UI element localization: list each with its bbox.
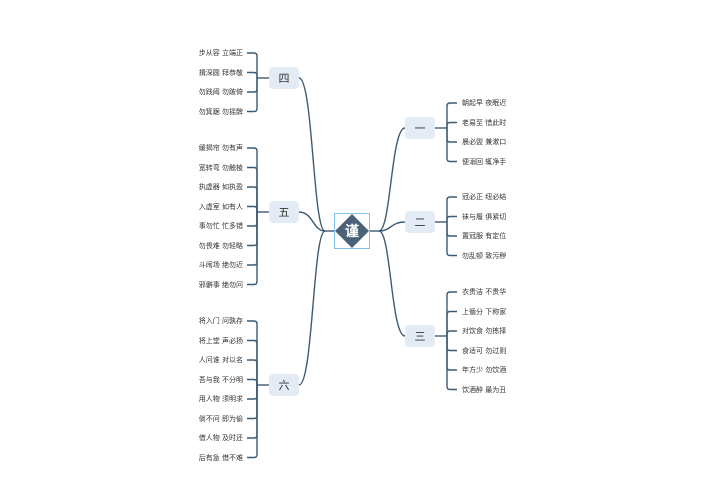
leaf-link-b4-3 bbox=[247, 78, 258, 113]
branch-node-b5[interactable]: 五 bbox=[269, 201, 299, 223]
branch-link-b3 bbox=[378, 230, 406, 337]
leaf-item-b3-1[interactable]: 上循分 下称家 bbox=[462, 307, 507, 316]
leaf-link-b1-1 bbox=[446, 121, 457, 128]
branch-label-b1: 一 bbox=[414, 122, 426, 135]
leaf-item-b6-0[interactable]: 将入门 问孰存 bbox=[198, 317, 243, 325]
leaf-item-b6-3[interactable]: 吾与我 不分明 bbox=[198, 375, 243, 384]
leaf-link-b3-3 bbox=[446, 336, 457, 352]
leaf-link-b1-3 bbox=[446, 128, 457, 163]
leaf-item-b5-1[interactable]: 宽转弯 勿触棱 bbox=[198, 163, 243, 172]
leaf-item-b5-3[interactable]: 入虚室 如有人 bbox=[198, 202, 243, 211]
leaf-link-b1-2 bbox=[446, 128, 457, 143]
leaf-item-b5-5[interactable]: 勿畏难 勿轻略 bbox=[198, 241, 243, 250]
branch-node-b1[interactable]: 一 bbox=[405, 117, 435, 139]
branch-node-b3[interactable]: 三 bbox=[405, 325, 435, 347]
leaf-link-b2-1 bbox=[446, 215, 457, 222]
leaf-link-b6-7 bbox=[247, 385, 258, 459]
branch-link-b1 bbox=[378, 127, 406, 232]
leaf-link-b5-0 bbox=[247, 147, 258, 212]
leaf-item-b3-3[interactable]: 食适可 勿过则 bbox=[462, 346, 507, 355]
root-node[interactable]: 谨 bbox=[334, 213, 370, 249]
leaf-link-b6-1 bbox=[247, 339, 258, 385]
leaf-item-b1-2[interactable]: 晨必盥 兼漱口 bbox=[462, 138, 507, 146]
leaf-link-b2-3 bbox=[446, 222, 457, 257]
leaf-link-b6-3 bbox=[247, 378, 258, 385]
leaf-item-b4-1[interactable]: 揖深圆 拜恭敬 bbox=[198, 68, 243, 77]
leaf-item-b6-2[interactable]: 人问谁 对以名 bbox=[198, 356, 243, 364]
leaf-item-b1-3[interactable]: 便溺回 辄净手 bbox=[462, 157, 507, 166]
branch-label-b4: 四 bbox=[278, 72, 290, 85]
leaf-link-b4-1 bbox=[247, 71, 258, 78]
leaf-item-b1-0[interactable]: 朝起早 夜眠迟 bbox=[462, 99, 507, 107]
branch-node-b2[interactable]: 二 bbox=[405, 211, 435, 233]
leaf-link-b6-0 bbox=[247, 320, 258, 385]
leaf-item-b3-0[interactable]: 衣贵洁 不贵华 bbox=[462, 288, 507, 296]
leaf-item-b5-7[interactable]: 邪僻事 绝勿问 bbox=[198, 280, 243, 289]
leaf-item-b6-6[interactable]: 借人物 及时还 bbox=[198, 434, 243, 442]
branch-label-b2: 二 bbox=[414, 216, 426, 229]
branch-link-b6 bbox=[298, 230, 326, 386]
leaf-item-b4-0[interactable]: 步从容 立端正 bbox=[198, 49, 243, 57]
branch-node-b4[interactable]: 四 bbox=[269, 67, 299, 89]
leaf-link-b3-5 bbox=[446, 336, 457, 391]
leaf-link-b6-4 bbox=[247, 385, 258, 400]
branch-label-b5: 五 bbox=[278, 206, 290, 219]
branch-link-b5 bbox=[298, 211, 326, 232]
leaf-item-b5-4[interactable]: 事勿忙 忙多错 bbox=[198, 222, 243, 230]
branch-node-b6[interactable]: 六 bbox=[269, 374, 299, 396]
leaf-link-b6-2 bbox=[247, 359, 258, 385]
leaf-item-b2-3[interactable]: 勿乱顿 致污秽 bbox=[462, 251, 507, 260]
leaf-item-b6-4[interactable]: 用人物 须明求 bbox=[198, 395, 243, 403]
leaf-link-b4-2 bbox=[247, 78, 258, 93]
leaf-link-b5-2 bbox=[247, 186, 258, 212]
leaf-link-b5-5 bbox=[247, 212, 258, 247]
leaf-link-b5-1 bbox=[247, 166, 258, 212]
leaf-item-b5-0[interactable]: 缓揭帘 勿有声 bbox=[198, 144, 243, 152]
leaf-link-b5-4 bbox=[247, 212, 258, 227]
leaf-link-b3-4 bbox=[446, 336, 457, 371]
leaf-item-b4-3[interactable]: 勿箕踞 勿摇髀 bbox=[198, 107, 243, 116]
root-label: 谨 bbox=[345, 224, 359, 240]
leaf-item-b2-1[interactable]: 袜与履 俱紧切 bbox=[462, 212, 507, 221]
leaf-link-b3-1 bbox=[446, 310, 457, 336]
leaf-item-b2-2[interactable]: 置冠服 有定位 bbox=[462, 232, 507, 240]
leaf-item-b5-2[interactable]: 执虚器 如执盈 bbox=[198, 183, 243, 191]
leaf-link-b3-0 bbox=[446, 291, 457, 336]
leaf-link-b1-0 bbox=[446, 102, 457, 128]
leaf-item-b6-1[interactable]: 将上堂 声必扬 bbox=[198, 336, 243, 345]
leaf-item-b6-5[interactable]: 倘不问 即为偷 bbox=[198, 414, 243, 423]
leaf-link-b2-2 bbox=[446, 222, 457, 237]
leaf-item-b3-2[interactable]: 对饮食 勿拣择 bbox=[462, 327, 507, 335]
leaf-item-b6-7[interactable]: 后有急 借不难 bbox=[198, 453, 243, 462]
leaf-link-b5-3 bbox=[247, 205, 258, 212]
leaf-link-b6-5 bbox=[247, 385, 258, 420]
leaf-link-b5-6 bbox=[247, 212, 258, 266]
leaf-link-b2-0 bbox=[446, 196, 457, 222]
leaf-item-b1-1[interactable]: 老易至 惜此时 bbox=[462, 118, 507, 127]
branch-label-b3: 三 bbox=[414, 330, 426, 343]
leaf-item-b2-0[interactable]: 冠必正 纽必结 bbox=[462, 193, 507, 201]
leaf-link-b6-6 bbox=[247, 385, 258, 439]
branch-link-b2 bbox=[378, 221, 406, 232]
branch-label-b6: 六 bbox=[278, 379, 290, 392]
leaf-link-b3-2 bbox=[446, 330, 457, 336]
leaf-item-b4-2[interactable]: 勿践阈 勿跛倚 bbox=[198, 88, 243, 96]
leaf-item-b5-6[interactable]: 斗闹场 绝勿近 bbox=[198, 261, 243, 269]
leaf-link-b4-0 bbox=[247, 52, 258, 78]
leaf-link-b5-7 bbox=[247, 212, 258, 286]
leaf-item-b3-5[interactable]: 饮酒醉 最为丑 bbox=[462, 385, 507, 394]
branch-link-b4 bbox=[298, 77, 326, 232]
leaf-item-b3-4[interactable]: 年方少 勿饮酒 bbox=[462, 366, 507, 374]
